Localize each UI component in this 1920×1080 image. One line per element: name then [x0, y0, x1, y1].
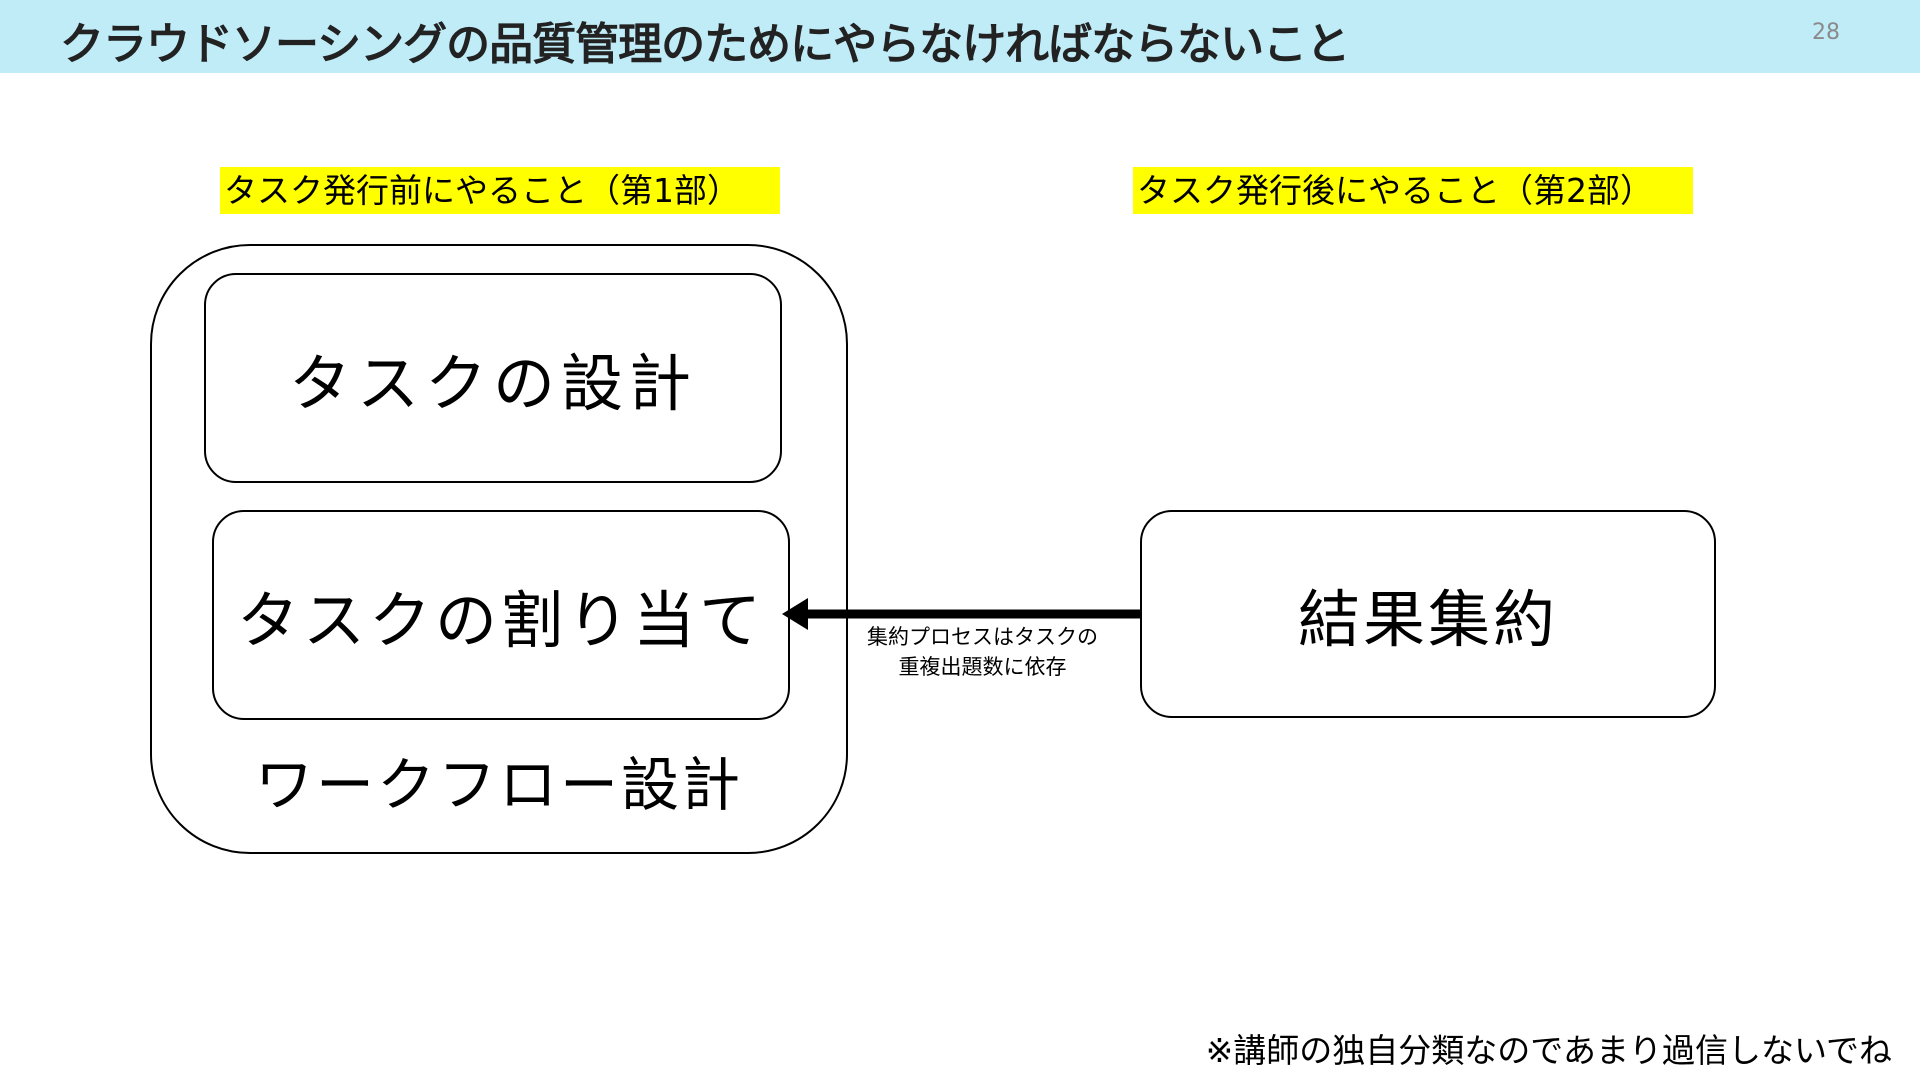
title-bar: クラウドソーシングの品質管理のためにやらなければならないこと 28 — [0, 0, 1920, 73]
result-aggregation-box: 結果集約 — [1140, 510, 1716, 718]
page-number: 28 — [1812, 20, 1840, 45]
workflow-design-label: ワークフロー設計 — [254, 751, 743, 819]
task-assignment-box: タスクの割り当て — [212, 510, 790, 720]
phase-after-label: タスク発行後にやること（第2部） — [1133, 167, 1693, 214]
slide-title: クラウドソーシングの品質管理のためにやらなければならないこと — [60, 19, 1350, 70]
arrow-note-line-1: 集約プロセスはタスクの — [867, 625, 1098, 649]
task-design-box: タスクの設計 — [204, 273, 782, 483]
footnote: ※講師の独自分類なのであまり過信しないでね — [1205, 1031, 1892, 1070]
arrow-note-line-2: 重複出題数に依存 — [898, 655, 1067, 679]
phase-before-label: タスク発行前にやること（第1部） — [220, 167, 780, 214]
arrow-note: 集約プロセスはタスクの 重複出題数に依存 — [840, 622, 1125, 682]
workflow-design-group — [150, 244, 848, 854]
